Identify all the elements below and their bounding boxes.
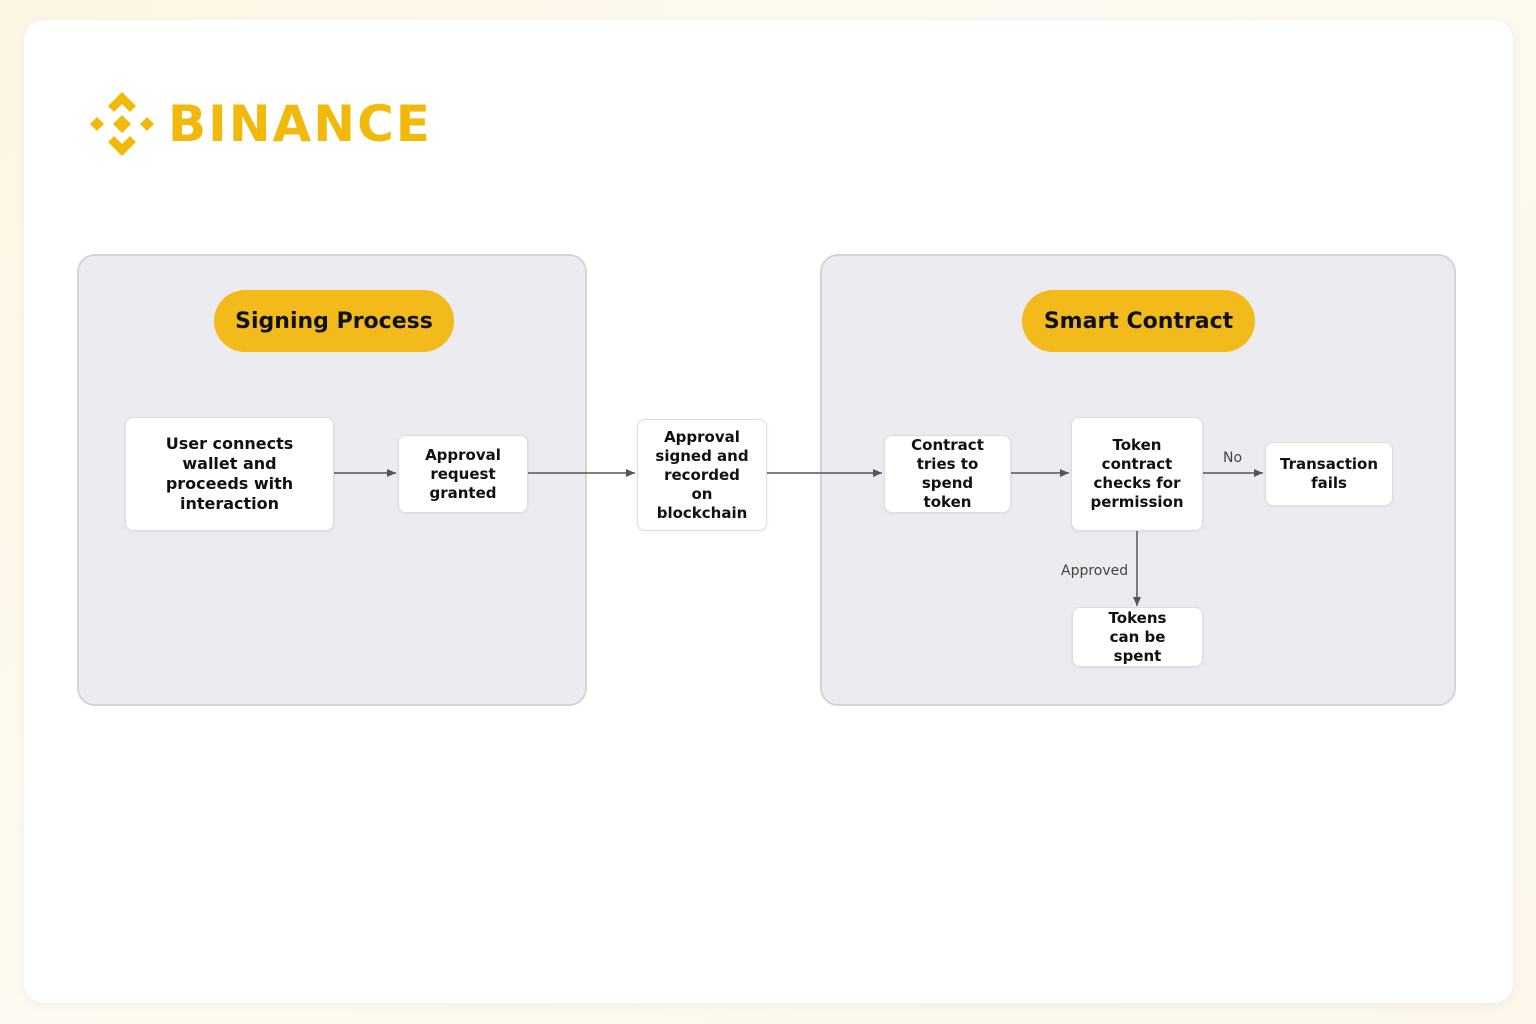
node-tokens-spent: Tokens can be spent [1072,607,1203,667]
signing-process-title: Signing Process [214,290,454,352]
binance-logo: BINANCE [88,90,432,158]
node-approval-signed: Approval signed and recorded on blockcha… [637,419,767,531]
node-contract-tries: Contract tries to spend token [884,435,1011,513]
node-approval-request: Approval request granted [398,435,528,513]
brand-name: BINANCE [168,95,432,153]
edge-label-approved: Approved [1061,563,1129,579]
node-transaction-fails: Transaction fails [1265,442,1393,506]
binance-diamond-icon [90,92,154,156]
node-token-checks: Token contract checks for permission [1071,417,1203,531]
smart-contract-title: Smart Contract [1022,290,1255,352]
edge-label-no: No [1223,450,1243,466]
node-user-connects: User connects wallet and proceeds with i… [125,417,334,531]
